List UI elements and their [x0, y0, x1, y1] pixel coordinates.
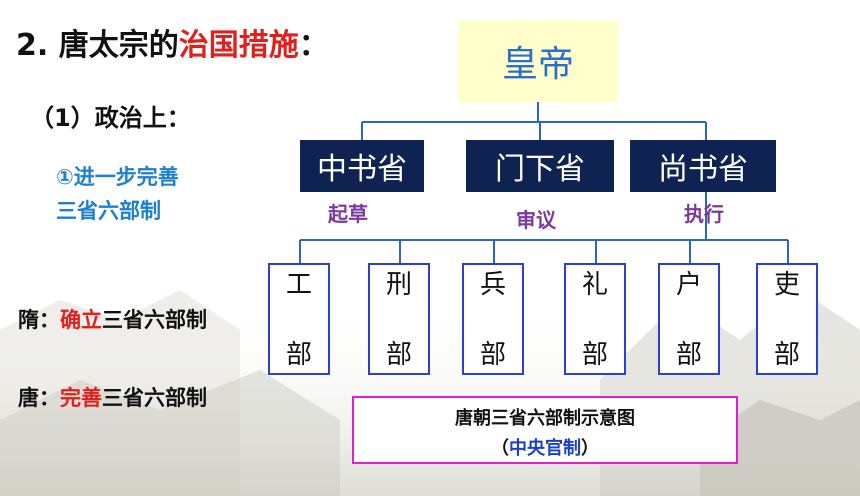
measure-note-line1: ①进一步完善: [56, 165, 179, 189]
ministry-revenue: 户 部: [658, 263, 720, 375]
measure-note: ①进一步完善 三省六部制: [56, 160, 179, 228]
dept-shangshu: 尚书省: [630, 140, 776, 192]
dept-menxia: 门下省: [466, 140, 614, 192]
measure-note-line2: 三省六部制: [56, 199, 161, 223]
caption-line1: 唐朝三省六部制示意图: [455, 408, 635, 429]
caption-highlight: 中央官制: [509, 438, 581, 459]
caption-line2: （中央官制）: [491, 438, 599, 459]
sui-highlight: 确立: [60, 308, 102, 332]
ministry-war: 兵 部: [462, 263, 524, 375]
ministry-rites: 礼 部: [564, 263, 626, 375]
slide-title: 2. 唐太宗的治国措施：: [16, 28, 329, 63]
emperor-box: 皇帝: [458, 20, 618, 102]
role-draft: 起草: [328, 202, 368, 226]
subheading: （1）政治上：: [30, 104, 191, 132]
ministry-justice: 刑 部: [368, 263, 430, 375]
title-highlight: 治国措施: [178, 28, 299, 63]
role-execute: 执行: [684, 202, 724, 226]
role-review: 审议: [516, 208, 556, 232]
ministry-personnel: 吏 部: [756, 263, 818, 375]
diagram-caption: 唐朝三省六部制示意图 （中央官制）: [352, 396, 738, 464]
sui-statement: 隋：确立三省六部制: [18, 308, 207, 332]
tang-statement: 唐：完善三省六部制: [18, 386, 207, 410]
tang-highlight: 完善: [60, 386, 102, 410]
ministry-works: 工 部: [268, 263, 330, 375]
dept-zhongshu: 中书省: [300, 140, 424, 192]
